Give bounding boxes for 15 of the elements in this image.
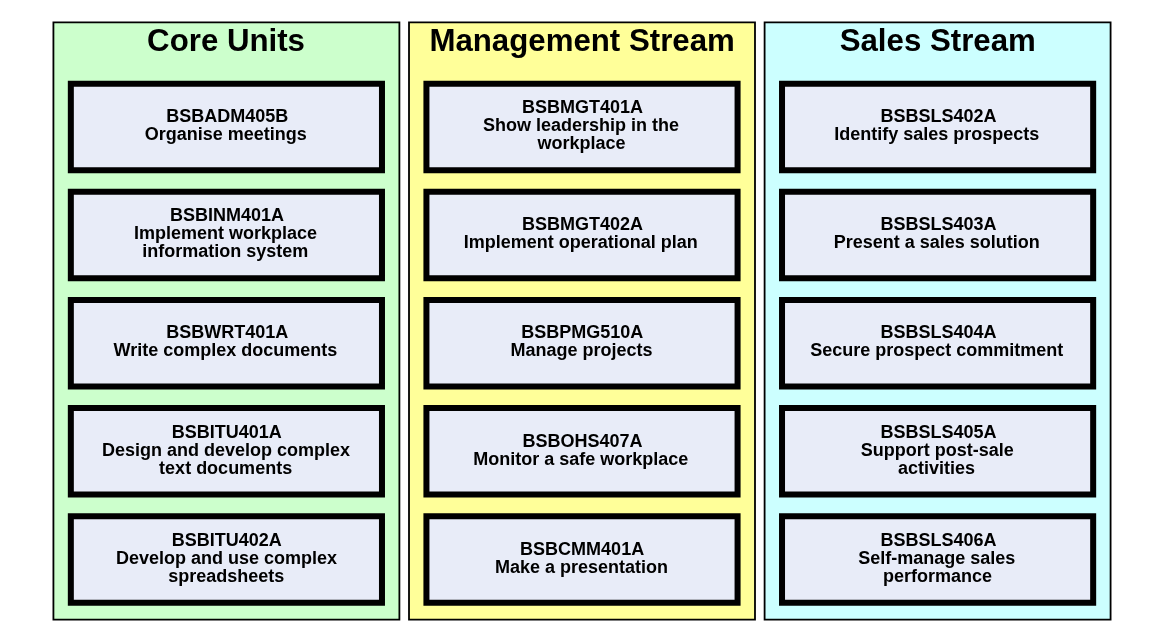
node-box: BSBMGT402A Implement operational plan bbox=[422, 188, 741, 282]
node-box: BSBSLS406A Self-manage sales performance bbox=[778, 513, 1096, 606]
node-box: BSBINM401A Implement workplace information system bbox=[67, 188, 385, 282]
node-box: BSBITU401A Design and develop complex text documents bbox=[67, 405, 385, 498]
node-box: BSBPMG510A Manage projects bbox=[422, 296, 741, 390]
node-box: BSBADM405B Organise meetings bbox=[67, 80, 385, 174]
node-box: BSBSLS403A Present a sales solution bbox=[778, 188, 1096, 282]
node-box: BSBSLS404A Secure prospect commitment bbox=[778, 296, 1096, 390]
node-box: BSBSLS402A Identify sales prospects bbox=[778, 80, 1096, 174]
node-box: BSBCMM401A Make a presentation bbox=[422, 513, 741, 606]
node-box: BSBSLS405A Support post-sale activities bbox=[778, 405, 1096, 498]
node-box: BSBOHS407A Monitor a safe workplace bbox=[422, 405, 741, 498]
node-box: BSBMGT401A Show leadership in the workplace bbox=[422, 80, 741, 174]
node-box: BSBWRT401A Write complex documents bbox=[67, 296, 385, 390]
node-box: BSBITU402A Develop and use complex spreadsheets bbox=[67, 513, 385, 606]
